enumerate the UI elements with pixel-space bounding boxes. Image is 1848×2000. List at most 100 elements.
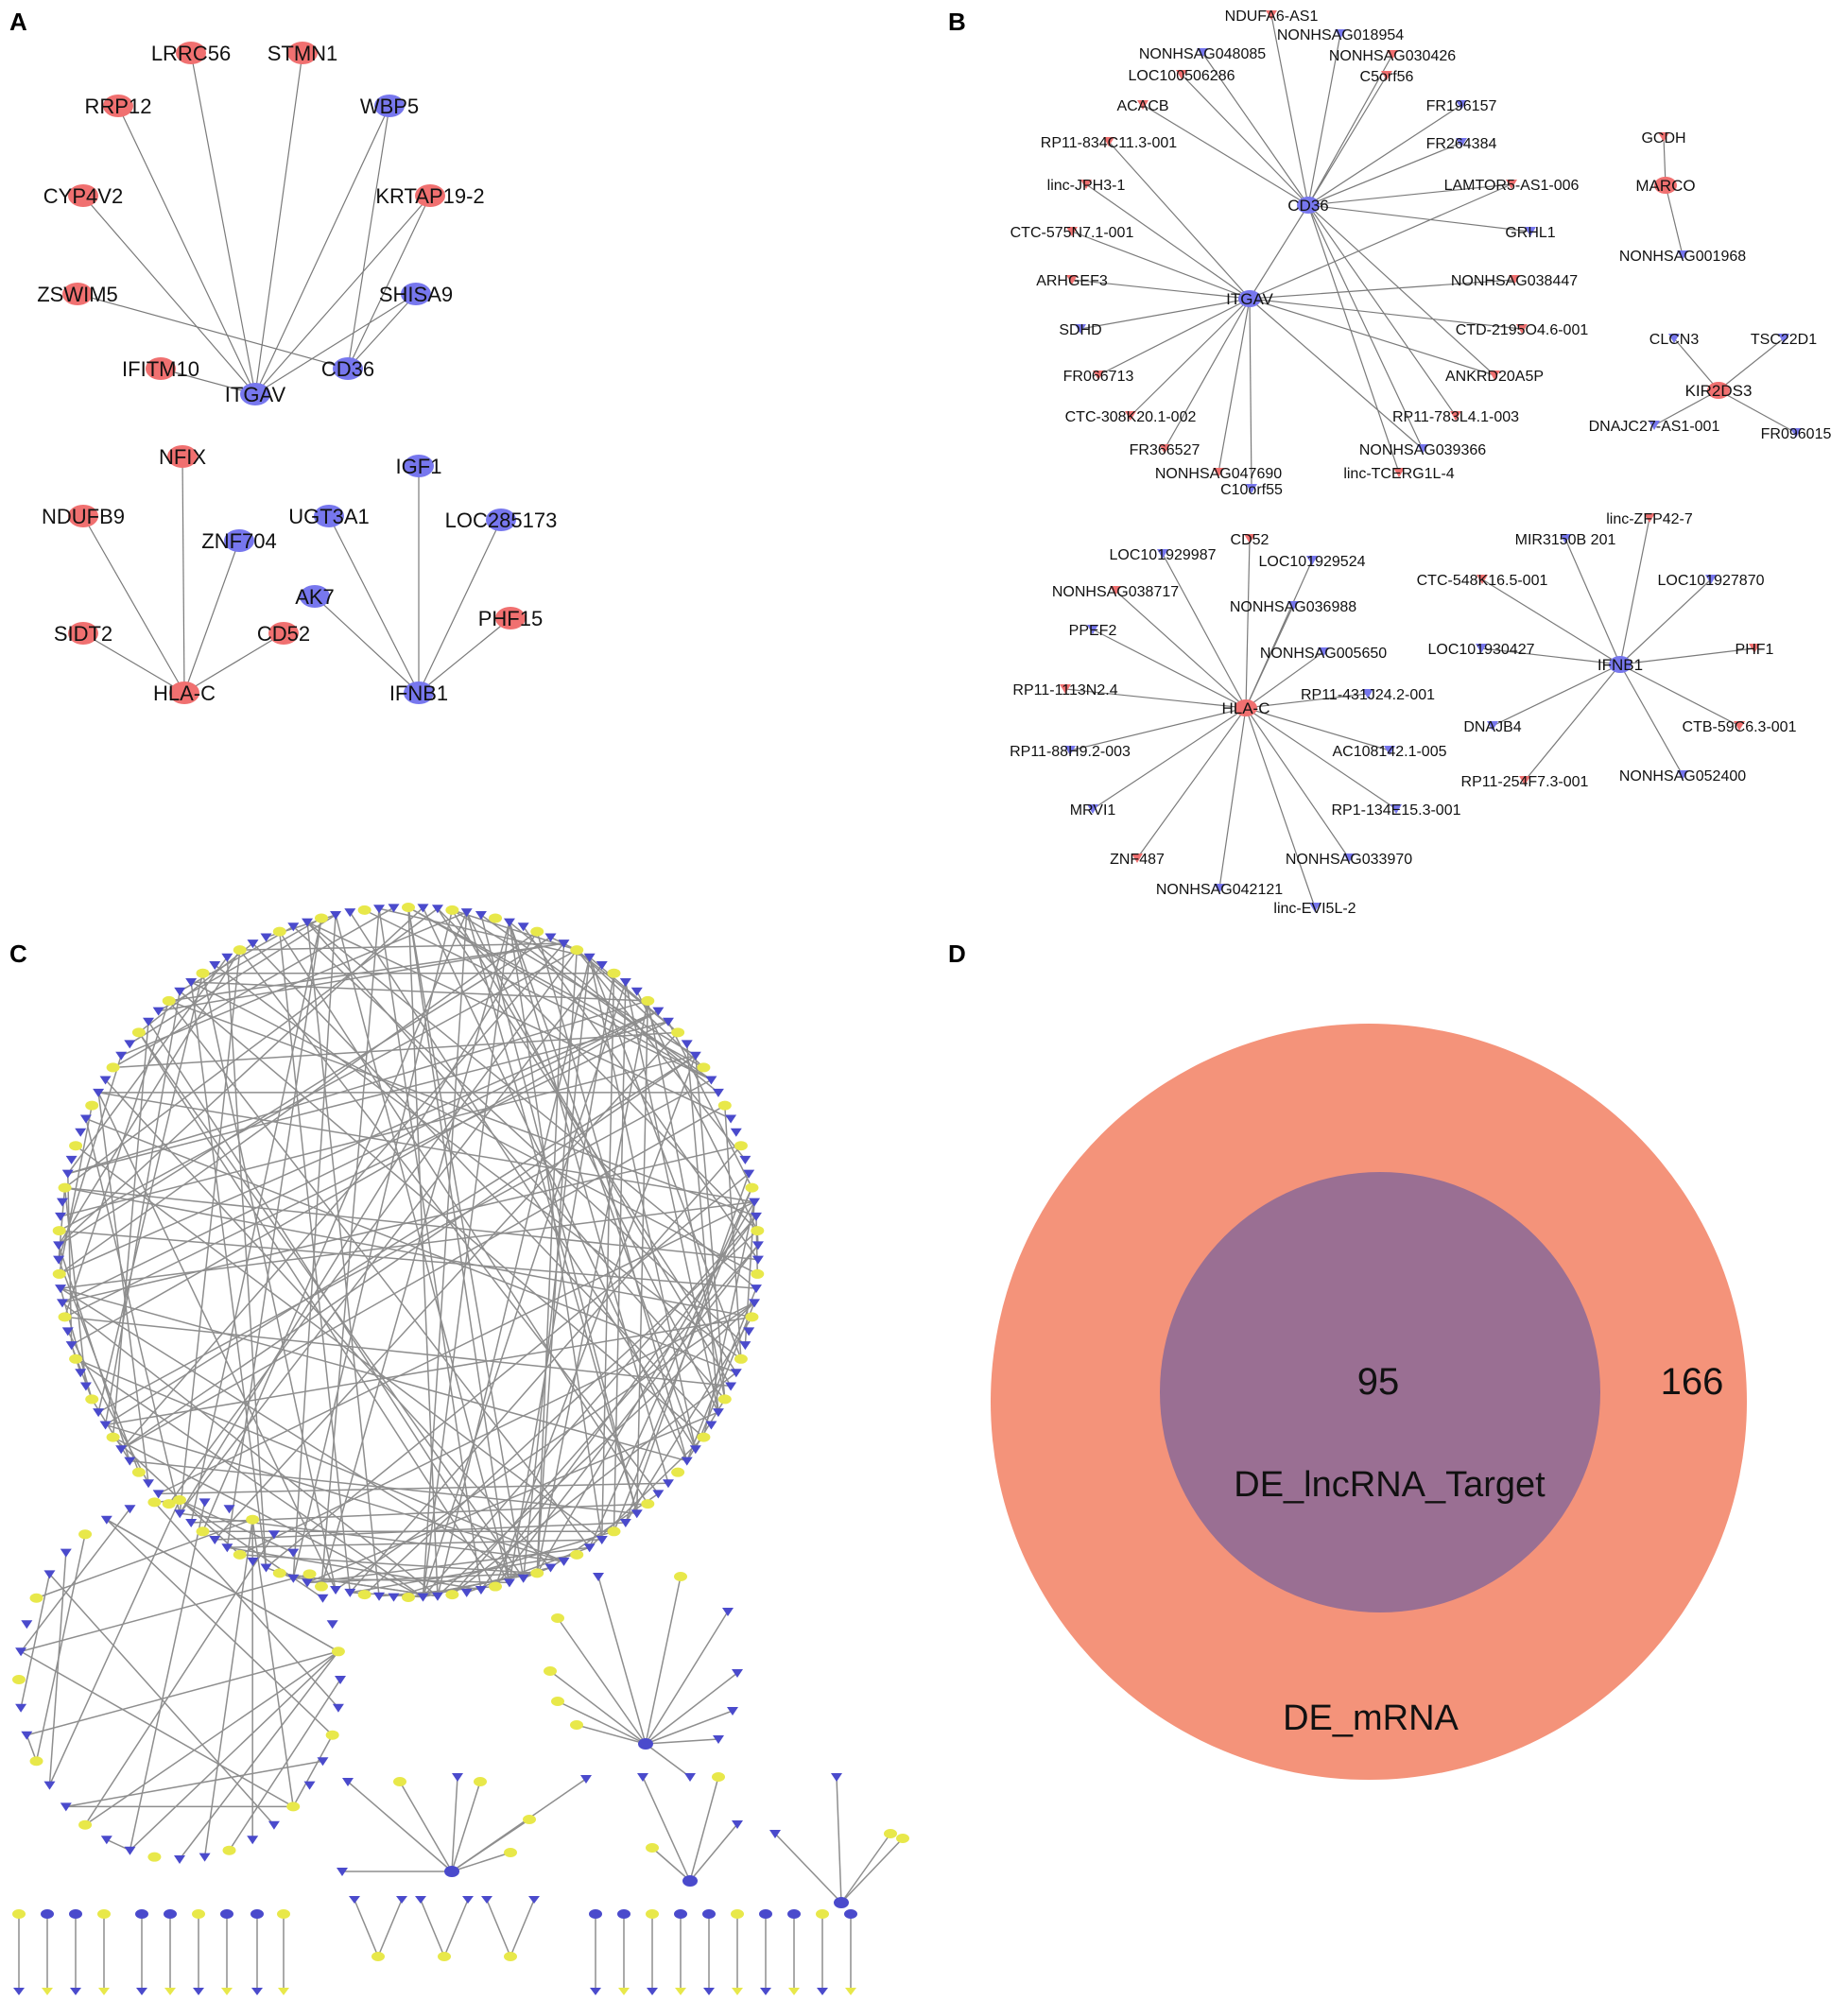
edge-ifnb1-ctb-59c6-3-001: [1619, 664, 1740, 727]
node-label-ifitm10: IFITM10: [122, 357, 199, 381]
c-cluster-2-hub: [682, 1875, 698, 1887]
c-small-ring-edge: [20, 1650, 294, 1808]
c-star-node: [727, 1707, 738, 1716]
c-big-ring-node: [431, 905, 443, 914]
panel-c-nodes: [12, 903, 909, 1995]
c-big-ring-node: [712, 1408, 724, 1418]
c-big-ring-node: [558, 1557, 570, 1566]
c-big-ring-node: [431, 1592, 443, 1601]
node-label-ctc-548k16-5-001: CTC-548K16.5-001: [1417, 573, 1548, 589]
c-big-ring-edge: [75, 1358, 564, 1562]
edge-cd36-shisa9: [347, 293, 417, 370]
node-mrvi1: [1087, 804, 1098, 814]
c-big-ring-node: [607, 1526, 621, 1537]
c-big-ring-node: [124, 1457, 136, 1466]
edge-ifnb1-nonhsag052400: [1619, 664, 1684, 776]
c-big-ring-node: [106, 1062, 120, 1073]
c-pair-node: [220, 1909, 233, 1919]
c-star-edge: [645, 1672, 738, 1745]
edge-cd36-nonhsag030426: [1307, 54, 1393, 206]
c-star-node: [732, 1669, 743, 1678]
node-shisa9: [401, 283, 431, 305]
edge-hla-c-cd52: [1245, 538, 1251, 709]
edge-ifnb1-phf15: [418, 617, 511, 694]
c-big-ring-edge: [350, 1554, 578, 1594]
edge-hla-c-znf487: [1136, 707, 1247, 859]
c-big-ring-node: [717, 1394, 732, 1405]
c-big-ring-node: [681, 1457, 693, 1466]
c-small-ring-node: [43, 1781, 56, 1790]
node-ugt3a1: [314, 505, 344, 527]
c-big-ring-node: [751, 1226, 765, 1236]
node-label-nonhsag039366: NONHSAG039366: [1359, 442, 1486, 458]
c-big-ring-edge: [61, 1009, 659, 1303]
c-big-ring-edge: [112, 906, 394, 1069]
c-big-ring-edge: [64, 1021, 669, 1319]
c-big-ring-edge: [158, 917, 322, 1012]
c-big-ring-edge: [422, 981, 627, 1597]
node-ppef2: [1087, 625, 1098, 634]
c-big-ring-node: [745, 1182, 759, 1193]
c-big-ring-edge: [226, 957, 268, 1568]
node-label-lamtor5-as1-006: LAMTOR5-AS1-006: [1444, 178, 1580, 194]
c-big-ring-edge: [179, 931, 538, 1514]
c-big-ring-node: [233, 945, 247, 956]
node-rp11-783l4-1-003: [1450, 411, 1461, 421]
panel-b-edges: [1064, 14, 1797, 908]
node-label-fr196157: FR196157: [1426, 98, 1497, 114]
c-small-ring-node: [303, 1781, 316, 1790]
c-big-ring-node: [460, 1588, 473, 1597]
c-big-ring-edge: [60, 1287, 93, 1400]
edge-cd36-c5orf56: [1307, 75, 1388, 206]
c-big-ring-node: [517, 922, 529, 932]
node-cyp4v2: [68, 184, 98, 207]
node-label-wbp5: WBP5: [360, 95, 419, 118]
c-small-ring-edge: [129, 1650, 339, 1852]
edge-cd36-zswim5: [77, 293, 349, 370]
c-big-ring-edge: [85, 1118, 181, 1514]
c-big-ring-node: [652, 1007, 665, 1016]
panel-a-edges: [77, 52, 511, 694]
node-ac108142-1-005: [1384, 746, 1395, 755]
c-big-ring-node: [85, 1394, 99, 1405]
c-big-ring-node: [739, 1341, 751, 1351]
c-big-ring-node: [662, 1017, 674, 1026]
hub-itgav: [1238, 290, 1261, 307]
edge-ifnb1-rp11-254f7-3-001: [1524, 664, 1621, 782]
c-big-ring-node: [56, 1198, 68, 1207]
edge-kir2ds3-tsc22d1: [1718, 337, 1785, 391]
c-big-ring-edge: [465, 911, 638, 1514]
c-small-ring-edge: [65, 1760, 323, 1808]
c-pair-node: [97, 1909, 111, 1919]
node-label-nonhsag048085: NONHSAG048085: [1139, 46, 1266, 62]
c-big-ring-edge: [685, 1043, 719, 1413]
c-big-ring-node: [272, 1568, 286, 1578]
c-big-ring-node: [751, 1268, 765, 1279]
c-small-ring-edge: [106, 1519, 334, 1736]
c-big-ring-node: [739, 1155, 751, 1164]
edge-cd36-acacb: [1142, 104, 1309, 206]
node-itgav: [240, 383, 270, 405]
node-fr366527: [1159, 444, 1170, 454]
c-cluster-3-edge: [840, 1837, 904, 1904]
venn-inner-circle: [1160, 1172, 1600, 1612]
c-pair-node: [703, 1988, 715, 1995]
edge-hla-c-nonhsag042121: [1218, 707, 1247, 889]
c-big-ring-edge: [576, 949, 746, 1161]
node-nonhsag042121: [1214, 884, 1225, 893]
hub-marco: [1654, 177, 1677, 194]
node-linc-evi5l-2: [1309, 903, 1321, 912]
node-sidt2: [68, 622, 98, 645]
node-znf704: [224, 529, 254, 552]
node-loc101929987: [1157, 549, 1168, 559]
c-star-node: [544, 1666, 557, 1676]
node-label-clcn3: CLCN3: [1649, 332, 1700, 348]
c-small-ring-edge: [20, 1574, 51, 1708]
c-big-ring-edge: [60, 1200, 755, 1289]
c-big-ring-node: [58, 1312, 72, 1322]
node-ctc-548k16-5-001: [1477, 575, 1488, 584]
c-v-node: [371, 1952, 385, 1961]
c-big-ring-node: [52, 1226, 66, 1236]
c-cluster-3-edge: [774, 1833, 842, 1904]
